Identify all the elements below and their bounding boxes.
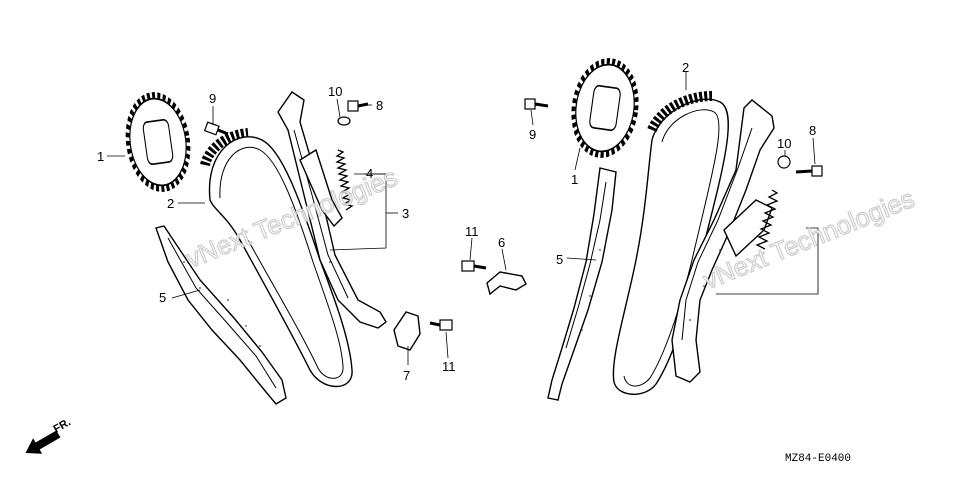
center-gasket-7 (393, 311, 421, 351)
callout-right-sprocket: 1 (571, 172, 578, 187)
right-tensioner-arm (671, 99, 775, 383)
left-cam-chain (208, 136, 353, 387)
right-washer-10 (777, 155, 791, 169)
callout-right-bolt-9: 9 (529, 127, 536, 142)
leader-lines (107, 72, 819, 365)
right-chain-guide (547, 167, 617, 401)
callout-center-bolt-11-bottom: 11 (442, 359, 456, 374)
left-chain-sprocket-band (200, 128, 249, 167)
callout-left-sprocket: 1 (97, 149, 104, 164)
callout-left-guide-5: 5 (159, 290, 166, 305)
callout-right-washer-10: 10 (777, 136, 791, 151)
left-tensioner-spring (335, 149, 354, 211)
right-bolt-8 (795, 165, 823, 177)
callout-left-chain: 2 (167, 196, 174, 211)
center-parts (393, 260, 527, 351)
center-bolt-11-top (461, 260, 487, 272)
callout-left-spring-4: 4 (366, 166, 373, 181)
left-chain-guide (155, 225, 287, 405)
front-direction-label: FR. (52, 416, 73, 435)
callout-left-washer-10: 10 (328, 84, 342, 99)
callout-center-gasket-7: 7 (403, 368, 410, 383)
right-chain-sprocket-band (647, 91, 713, 133)
center-stay-6 (486, 271, 527, 296)
left-tensioner-arm (277, 91, 387, 329)
callout-right-chain: 2 (682, 60, 689, 75)
callouts: 1 2 9 10 8 4 3 5 11 6 7 11 1 2 9 10 8 5 (97, 60, 816, 383)
left-bolt-8 (347, 100, 369, 112)
right-assembly (524, 58, 823, 401)
left-bolt-9 (203, 121, 229, 136)
callout-left-bolt-8: 8 (376, 98, 383, 113)
drawing-code: MZ84-E0400 (785, 453, 851, 465)
left-assembly (125, 91, 387, 405)
center-bolt-11-bottom (429, 319, 453, 331)
right-tensioner-spring (755, 189, 779, 250)
callout-right-guide-5: 5 (556, 252, 563, 267)
left-tensioner-lifter (299, 148, 343, 228)
right-cam-sprocket (571, 58, 639, 158)
callout-right-bolt-8: 8 (809, 123, 816, 138)
right-cam-chain (612, 98, 729, 395)
callout-center-stay-6: 6 (498, 235, 505, 250)
left-cam-sprocket (125, 92, 191, 192)
callout-center-bolt-11-top: 11 (465, 224, 479, 239)
callout-left-bolt-9: 9 (209, 91, 216, 106)
front-direction-arrow: FR. (25, 416, 73, 454)
right-bolt-9 (524, 98, 549, 110)
left-washer-10 (337, 116, 351, 126)
callout-left-tensioner-3: 3 (402, 206, 409, 221)
